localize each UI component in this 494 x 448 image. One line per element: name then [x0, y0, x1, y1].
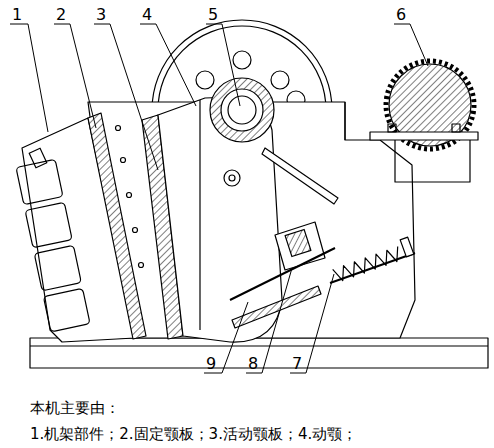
tie-rod — [262, 148, 338, 204]
pull-rod — [230, 248, 335, 300]
hole — [139, 263, 144, 268]
leader-lines — [10, 24, 428, 373]
flywheel-hole — [271, 71, 289, 89]
note-text: 1.机架部件；2.固定颚板；3.活动颚板；4.动颚； — [30, 426, 357, 443]
note-text: 本机主要由： — [30, 400, 120, 417]
shaft-core — [228, 96, 256, 124]
toggle-block — [285, 229, 311, 256]
flywheel-hole — [196, 71, 214, 89]
callout-number: 9 — [206, 355, 216, 373]
pivot-pin — [229, 175, 235, 181]
bolt — [29, 148, 47, 168]
eccentric-shaft — [221, 89, 263, 131]
hole — [121, 158, 126, 163]
jaw-rib — [199, 100, 200, 330]
callout-number: 7 — [292, 355, 302, 373]
base-line — [30, 345, 488, 346]
hole — [116, 126, 121, 131]
callout-number: 3 — [96, 6, 106, 24]
fixed-jaw-plate — [88, 113, 146, 339]
callout-number: 2 — [56, 6, 66, 24]
tension-spring — [333, 246, 398, 280]
callout-number: 5 — [208, 6, 218, 24]
motor-bracket — [370, 132, 478, 140]
toggle-seat — [275, 222, 325, 270]
bearing-housing — [210, 78, 274, 142]
spring-coil — [333, 246, 398, 280]
callout-number: 8 — [248, 355, 258, 373]
frame-ribs — [16, 159, 90, 332]
bolt — [388, 124, 396, 132]
hole — [127, 193, 132, 198]
motor-support — [395, 140, 470, 182]
base-frame — [30, 338, 488, 368]
pivot — [224, 170, 240, 186]
callout-number: 4 — [142, 6, 152, 24]
nut — [400, 237, 414, 257]
callout-number: 6 — [396, 6, 406, 24]
flywheel-hole — [233, 51, 251, 69]
frame-edge — [344, 102, 345, 140]
hole — [133, 228, 138, 233]
bolt — [452, 124, 460, 132]
callout-number: 1 — [12, 6, 22, 24]
